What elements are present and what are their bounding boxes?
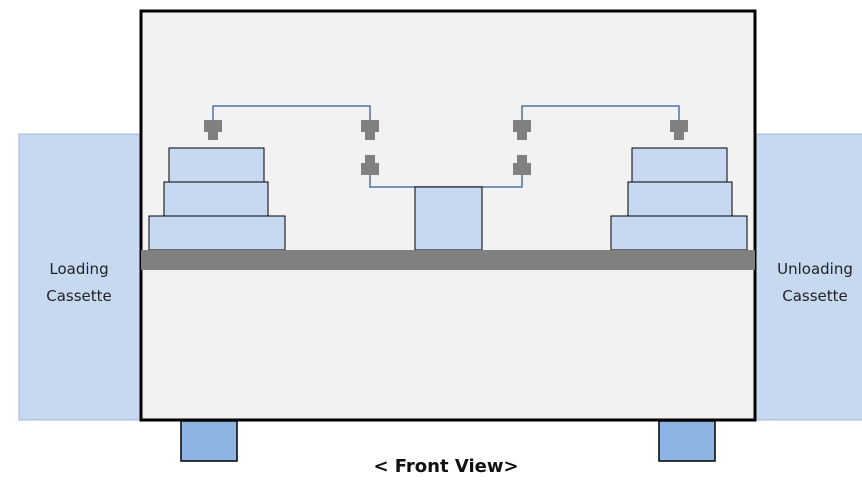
right-stack-top-plate: [631, 147, 728, 183]
view-caption: < Front View>: [373, 456, 518, 477]
right-substrate-stack: [610, 147, 748, 251]
left-foot: [180, 420, 238, 462]
right-stack-bottom-plate: [610, 215, 748, 251]
right-stack-middle-plate: [627, 181, 733, 217]
unloading-cassette-box: [752, 133, 862, 421]
unloading-cassette-label-line1: Unloading: [777, 260, 853, 278]
left-stack-middle-plate: [163, 181, 269, 217]
left-upper-arm-line: [212, 105, 371, 128]
vacuum-gripper-icon: [361, 120, 379, 140]
conveyor-rail: [141, 250, 755, 270]
left-substrate-stack: [148, 147, 286, 251]
vacuum-gripper-icon: [513, 120, 531, 140]
unloading-cassette-label-line2: Cassette: [782, 287, 848, 305]
loading-cassette-label-line2: Cassette: [46, 287, 112, 305]
left-stack-bottom-plate: [148, 215, 286, 251]
left-stack-top-plate: [168, 147, 265, 183]
vacuum-gripper-icon: [513, 155, 531, 175]
loading-cassette-label-line1: Loading: [49, 260, 108, 278]
lower-grippers: [361, 155, 531, 175]
right-foot: [658, 420, 716, 462]
upper-grippers: [204, 120, 688, 140]
center-process-stage: [414, 186, 483, 251]
vacuum-gripper-icon: [204, 120, 222, 140]
loading-cassette-box: [18, 133, 144, 421]
vacuum-gripper-icon: [670, 120, 688, 140]
right-upper-arm-line: [521, 105, 680, 128]
vacuum-gripper-icon: [361, 155, 379, 175]
loading-cassette: Loading Cassette: [18, 133, 144, 421]
unloading-cassette: Unloading Cassette: [752, 133, 862, 421]
